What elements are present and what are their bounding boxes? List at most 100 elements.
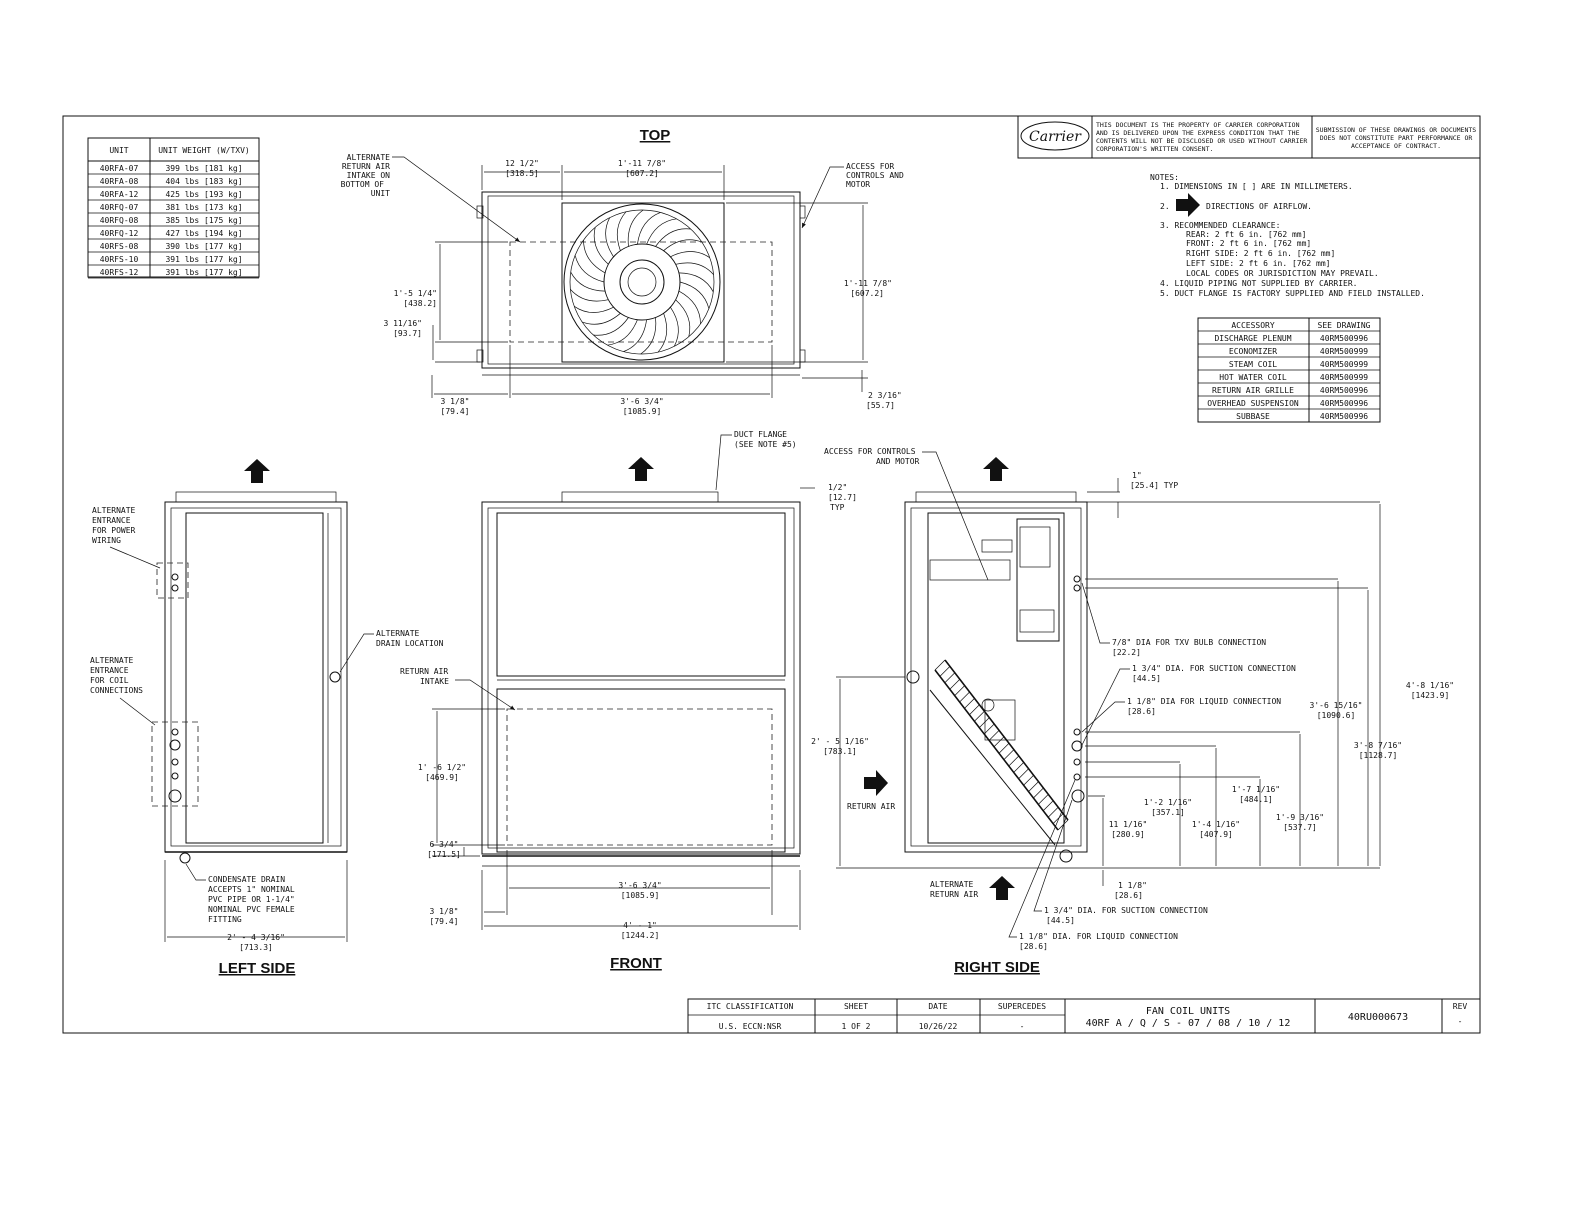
coil-fin [1028,781,1039,792]
right-labels: ACCESS FOR CONTROLS AND MOTOR 1" [25.4] … [811,447,1454,951]
fan-blade [657,313,668,353]
weight-row-unit: 40RFS-10 [100,255,139,264]
accessory-name: DISCHARGE PLENUM [1214,334,1291,343]
coil-fin [993,736,1005,748]
fan-blade [675,262,714,275]
svg-text:1 3/4" DIA. FOR SUCTION CONNEC: 1 3/4" DIA. FOR SUCTION CONNECTION [1132,664,1296,673]
svg-text:1 1/8" DIA. FOR LIQUID CONNECT: 1 1/8" DIA. FOR LIQUID CONNECTION [1019,932,1178,941]
svg-text:ALTERNATE: ALTERNATE [376,629,420,638]
rev-header: REV [1453,1002,1468,1011]
svg-text:AND MOTOR: AND MOTOR [876,457,920,466]
svg-text:1. DIMENSIONS IN [ ] ARE IN MI: 1. DIMENSIONS IN [ ] ARE IN MILLIMETERS. [1160,182,1353,191]
svg-text:5. DUCT FLANGE IS FACTORY SUPP: 5. DUCT FLANGE IS FACTORY SUPPLIED AND F… [1160,289,1425,298]
coil-fin [974,710,985,722]
svg-text:1'-11 7/8": 1'-11 7/8" [618,159,666,168]
airflow-arrow-left [244,459,270,483]
svg-text:BOTTOM OF: BOTTOM OF [341,180,385,189]
svg-text:1'-2 1/16": 1'-2 1/16" [1144,798,1192,807]
svg-text:[1085.9]: [1085.9] [623,407,662,416]
svg-text:ACCEPTS 1" NOMINAL: ACCEPTS 1" NOMINAL [208,885,295,894]
svg-text:[1085.9]: [1085.9] [621,891,660,900]
svg-text:ALTERNATE: ALTERNATE [90,656,134,665]
svg-text:3 1/8": 3 1/8" [441,397,470,406]
svg-text:SUBMISSION OF THESE DRAWINGS O: SUBMISSION OF THESE DRAWINGS OR DOCUMENT… [1316,126,1477,134]
coil-fin [934,659,946,671]
svg-text:WIRING: WIRING [92,536,121,545]
svg-text:[93.7]: [93.7] [393,329,422,338]
fan-blade [646,218,677,245]
accessory-name: HOT WATER COIL [1219,373,1287,382]
svg-text:[318.5]: [318.5] [505,169,539,178]
svg-text:ALTERNATE: ALTERNATE [930,880,974,889]
svg-text:PVC PIPE OR 1-1/4": PVC PIPE OR 1-1/4" [208,895,295,904]
svg-text:[484.1]: [484.1] [1239,795,1273,804]
svg-text:CONTENTS WILL NOT BE DISCLOSED: CONTENTS WILL NOT BE DISCLOSED OR USED W… [1096,137,1307,145]
svg-text:1'-5 1/4": 1'-5 1/4" [394,289,437,298]
top-dimensions: 12 1/2" [318.5] 1'-11 7/8" [607.2] 1'-5 … [383,159,901,416]
svg-text:MOTOR: MOTOR [846,180,870,189]
weight-row-unit: 40RFA-12 [100,190,139,199]
coil-fin [1023,774,1034,786]
svg-text:3'-6 15/16": 3'-6 15/16" [1310,701,1363,710]
svg-text:CONNECTIONS: CONNECTIONS [90,686,143,695]
fan-blade [627,209,644,247]
accessory-drawing: 40RM500996 [1320,334,1368,343]
left-labels: ALTERNATE ENTRANCE FOR POWER WIRING ALTE… [90,506,444,952]
itc-header: ITC CLASSIFICATION [707,1002,794,1011]
fan-blade [583,240,606,274]
airflow-arrow-alt-return [989,876,1015,900]
front-view [481,491,801,867]
view-title-right-side: RIGHT SIDE [954,959,1040,976]
airflow-arrow-right-top [983,457,1009,481]
svg-text:DRAIN LOCATION: DRAIN LOCATION [376,639,444,648]
svg-text:[28.6]: [28.6] [1019,942,1048,951]
svg-text:ENTRANCE: ENTRANCE [90,666,129,675]
sheet-value: 1 OF 2 [842,1022,871,1031]
svg-text:NOMINAL PVC FEMALE: NOMINAL PVC FEMALE [208,905,295,914]
svg-text:ACCEPTANCE OF CONTRACT.: ACCEPTANCE OF CONTRACT. [1351,142,1441,150]
carrier-logo-text: Carrier [1029,129,1082,145]
svg-text:[607.2]: [607.2] [850,289,884,298]
svg-text:3 11/16": 3 11/16" [383,319,422,328]
coil-fin [1047,806,1059,818]
svg-text:[22.2]: [22.2] [1112,648,1141,657]
weight-row-value: 391 lbs [177 kg] [165,268,242,277]
svg-text:2' - 4 3/16": 2' - 4 3/16" [227,933,285,942]
svg-text:RETURN AIR: RETURN AIR [342,162,390,171]
svg-text:12 1/2": 12 1/2" [505,159,539,168]
weight-row-unit: 40RFQ-08 [100,216,139,225]
coil-fin [988,730,1000,741]
supercedes-value: - [1020,1022,1025,1031]
accessory-name: OVERHEAD SUSPENSION [1207,399,1299,408]
svg-text:[28.6]: [28.6] [1114,891,1143,900]
coil-fin [1033,787,1044,799]
svg-text:1 3/4" DIA. FOR SUCTION CONNEC: 1 3/4" DIA. FOR SUCTION CONNECTION [1044,906,1208,915]
top-access-label: ACCESS FOR CONTROLS AND MOTOR [801,162,904,229]
weight-row-value: 390 lbs [177 kg] [165,242,242,251]
svg-text:4' - 1": 4' - 1" [623,921,657,930]
svg-text:[438.2]: [438.2] [403,299,437,308]
svg-text:LEFT SIDE: 2 ft 6 in. [762 mm]: LEFT SIDE: 2 ft 6 in. [762 mm] [1186,259,1331,268]
svg-text:1' -6 1/2": 1' -6 1/2" [418,763,466,772]
svg-text:1'-11 7/8": 1'-11 7/8" [844,279,892,288]
svg-text:[1090.6]: [1090.6] [1317,711,1356,720]
svg-text:[55.7]: [55.7] [866,401,895,410]
svg-text:SEE DRAWING: SEE DRAWING [1318,321,1371,330]
accessory-name: SUBBASE [1236,412,1270,421]
svg-text:[44.5]: [44.5] [1046,916,1075,925]
svg-text:4'-8 1/16": 4'-8 1/16" [1406,681,1454,690]
fan-blade [605,217,614,257]
accessory-drawing: 40RM500999 [1320,373,1368,382]
accessory-name: ECONOMIZER [1229,347,1277,356]
weight-row-value: 391 lbs [177 kg] [165,255,242,264]
svg-text:CONTROLS AND: CONTROLS AND [846,171,904,180]
fan-blade [670,251,710,258]
fan-blade [623,319,647,352]
weight-header-unit: UNIT [109,146,128,155]
svg-text:ALTERNATE: ALTERNATE [347,153,391,162]
fan-blade [616,211,627,251]
top-view [476,191,806,376]
coil-fin [1052,813,1064,824]
fan-blade [675,299,691,337]
weight-row-value: 404 lbs [183 kg] [165,177,242,186]
